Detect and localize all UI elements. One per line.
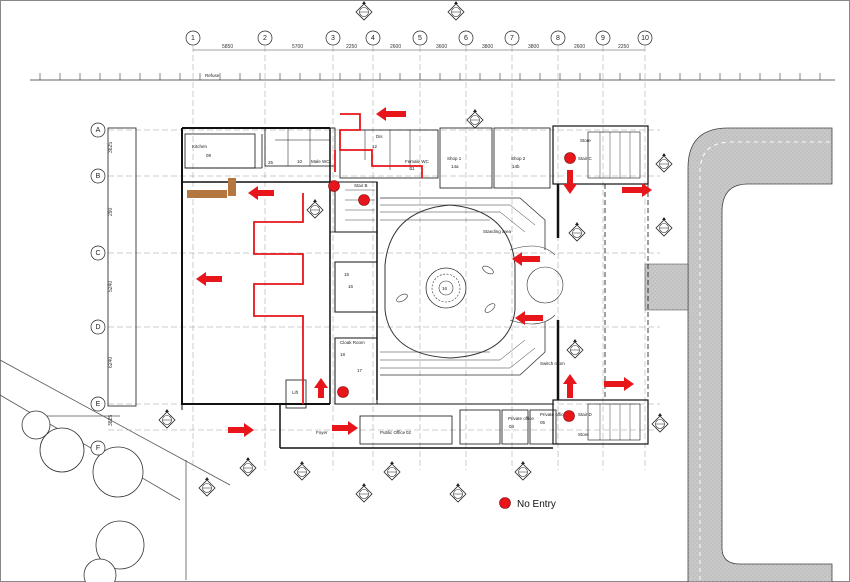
room-number: 18 [340,352,346,357]
room-number: 04 [509,424,515,429]
room-label: Lift [292,390,299,395]
dimension-label: 2250 [346,44,357,50]
dimension-label: 290 [108,207,114,216]
room-label: Standing area [483,229,512,234]
dimension-label: 3800 [528,44,539,50]
route-line [253,113,423,404]
grid-row-label: A [96,127,101,134]
grid-col-label: 6 [464,35,468,42]
room-number: 11 [410,166,415,171]
room-number: 05 [540,420,546,425]
room-labels: Kitchen 09 25 Male WC 10 Dis 12 Female W… [192,134,593,437]
dimension-label: 2600 [574,44,585,50]
refuse-label: Refuse [205,73,220,78]
room-label: Shop 1 [447,156,462,161]
tree-icon [21,410,145,582]
grid-col-label: 8 [556,35,560,42]
room-number: 10 [297,159,303,164]
room-number: 02 [406,430,412,435]
room-label: Male WC [311,159,330,164]
dimension-label: 5850 [222,44,233,50]
external-wall [107,127,137,407]
grid-columns: 1 2 3 4 5 6 7 8 9 10 5850 5700 2250 2600… [185,30,653,470]
room-label: Foyer [316,430,328,435]
room-label: Kitchen [192,144,208,149]
arrow-icon [196,107,652,437]
room-number: 09 [206,153,212,158]
dimension-label: 2600 [390,44,401,50]
room-label: Store [578,432,589,437]
grid-col-label: 1 [191,35,195,42]
room-label: Stair D [578,412,593,417]
room-label: Stair B [354,183,368,188]
grid-row-label: C [95,250,100,257]
grid-col-label: 2 [263,35,267,42]
grid-col-label: 3 [331,35,335,42]
room-label: Cloak Room [340,340,365,345]
dimension-label: 6240 [108,357,114,368]
room-number: 15 [344,272,350,277]
dimension-label: 5700 [292,44,303,50]
room-label: Public Office [380,430,406,435]
grid-col-label: 7 [510,35,514,42]
grid-row-label: B [96,173,101,180]
grid-row-label: F [96,445,100,452]
dimension-label: 3625 [108,142,114,153]
road [644,127,833,582]
grid-col-label: 4 [371,35,375,42]
room-number: 12 [372,144,378,149]
dimension-label: 3800 [482,44,493,50]
room-number: 16 [442,286,448,291]
grid-rows: A B C D E F 3625 290 5240 6240 3825 [90,122,660,456]
no-entry-marker [328,152,576,422]
central-hall [380,197,564,376]
room-label: Store [580,138,591,143]
room-label: Switch room [540,361,565,366]
room-label: Dis [376,134,383,139]
room-number: 25 [268,160,274,165]
no-entry-legend-icon [499,497,511,509]
room-number: 16 [348,284,354,289]
grid-row-label: D [95,324,100,331]
dimension-label: 3600 [436,44,447,50]
room-number: 14b [512,164,520,169]
legend: No Entry [499,497,556,510]
dimension-label: 2250 [618,44,629,50]
grid-col-label: 9 [601,35,605,42]
section-marker [158,0,673,503]
legend-label: No Entry [517,499,556,510]
room-label: Shop 2 [511,156,526,161]
room-number: 14a [451,164,459,169]
dimension-label: 5240 [108,281,114,292]
grid-row-label: E [96,401,101,408]
barrier [187,178,236,198]
building-walls [181,125,649,449]
room-label: Female WC [405,159,430,164]
site-boundary-top [30,73,835,81]
room-label: Private office [540,412,566,417]
room-label: Stair C [578,156,593,161]
room-label: Private office [508,416,534,421]
dimension-label: 3825 [108,415,114,426]
grid-col-label: 5 [418,35,422,42]
room-number: 17 [357,368,363,373]
grid-col-label: 10 [641,35,649,42]
